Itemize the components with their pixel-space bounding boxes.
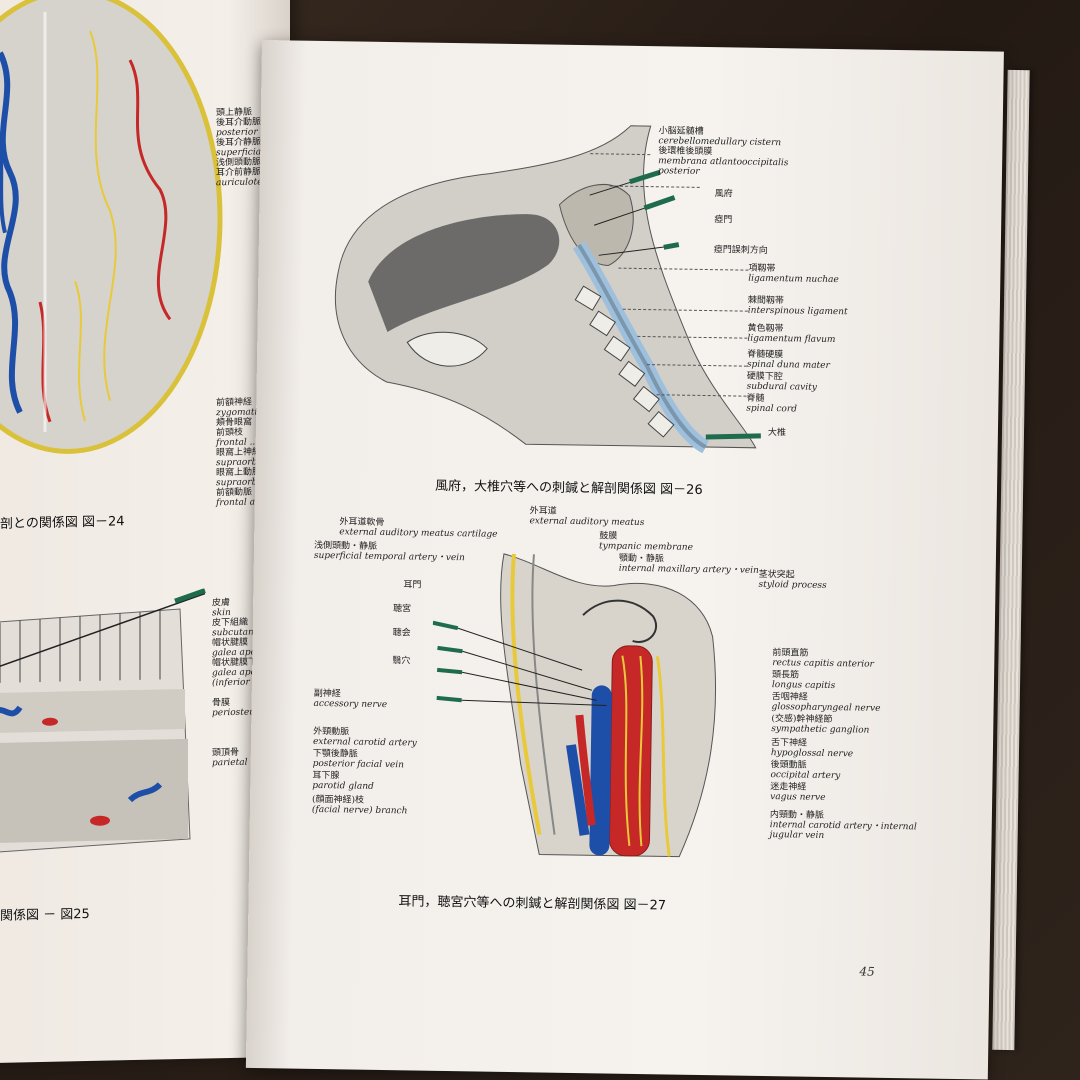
figure-24-caption: 剖との関係図 図－24 (0, 514, 125, 532)
figure-27-caption: 耳門，聴宮穴等への刺鍼と解剖関係図 図－27 (398, 894, 667, 914)
fig27-label-yifeng: 翳穴 (392, 656, 411, 667)
fig26-label-yamen-misdirection: 瘂門誤刺方向 (713, 245, 768, 256)
fig27-label-facial-nerve-branch: (顔面神経)枝(facial nerve) branch (311, 794, 408, 817)
fig27-label-tinggong: 聴宮 (392, 604, 412, 615)
left-page: 頭上静脈 後耳介動脈 posterior 後耳介静脈 superficial 浅… (0, 0, 309, 1064)
fig26-label-fengfu: 風府 (714, 189, 733, 200)
fig27-label-tinghui: 聴会 (392, 628, 411, 639)
figure-24-illustration (0, 0, 223, 454)
figure-27-needles (432, 620, 607, 706)
page-number: 45 (859, 964, 875, 979)
fig26-label-yamen: 瘂門 (714, 215, 733, 226)
fig26-label-dazhui: 大椎 (767, 427, 786, 439)
fig27-label-ermen: 耳門 (403, 580, 422, 591)
figure-27-illustration (500, 553, 717, 858)
figure-26-illustration (334, 125, 757, 454)
figure-25-caption: 関係図 － 図25 (0, 906, 90, 924)
figure-26-caption: 風府，大椎穴等への刺鍼と解剖関係図 図－26 (434, 478, 703, 498)
figure-25-illustration (0, 588, 206, 854)
figure-26-needles (589, 169, 761, 440)
